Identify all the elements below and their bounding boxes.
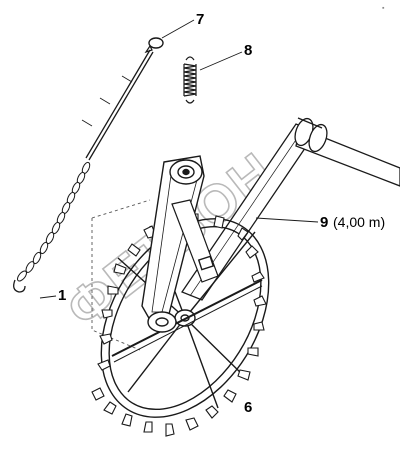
callout-1: 1 <box>58 287 66 304</box>
part-9-arm <box>181 117 400 301</box>
wheel-spikes <box>91 213 267 437</box>
part-8-spring <box>183 56 197 104</box>
part-7-cable <box>81 37 164 161</box>
frame-outline <box>91 199 151 351</box>
leader-lines <box>39 19 319 299</box>
corner-mark: ▪ <box>382 5 385 12</box>
drive-plate <box>141 155 219 333</box>
callout-9: 9 <box>320 214 328 231</box>
callout-7: 7 <box>196 11 204 28</box>
part-1-chain <box>13 161 91 293</box>
callout-8: 8 <box>244 42 252 59</box>
callout-9-length: (4,00 m) <box>333 214 385 230</box>
callout-6: 6 <box>244 399 252 416</box>
